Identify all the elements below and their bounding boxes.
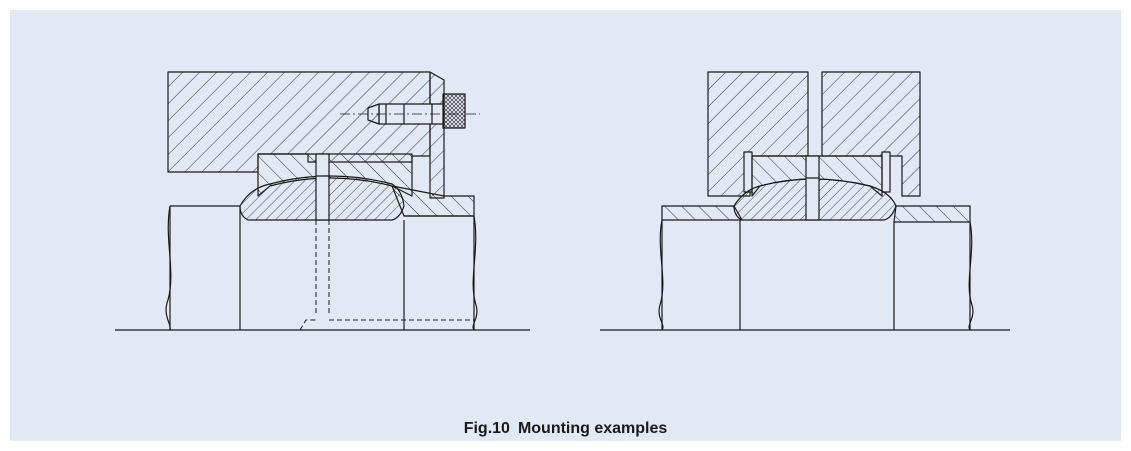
left-mounting-example (115, 71, 530, 331)
snap-ring-right (881, 151, 891, 193)
mounting-diagram (115, 71, 1010, 331)
right-mounting-example (600, 71, 1010, 331)
figure-number: Fig.10 (463, 420, 510, 437)
snap-ring-left (743, 151, 753, 193)
figure-panel: Fig.10 Mounting examples (10, 10, 1121, 441)
figure-caption-text: Mounting examples (517, 420, 668, 437)
left-shaft (169, 205, 475, 330)
bolt (340, 93, 480, 129)
figure-caption: Fig.10 Mounting examples (10, 420, 1121, 438)
left-end-cover (429, 71, 445, 199)
right-spacer-left (661, 205, 743, 221)
left-spacer (391, 185, 475, 217)
right-spacer-right (893, 205, 971, 223)
